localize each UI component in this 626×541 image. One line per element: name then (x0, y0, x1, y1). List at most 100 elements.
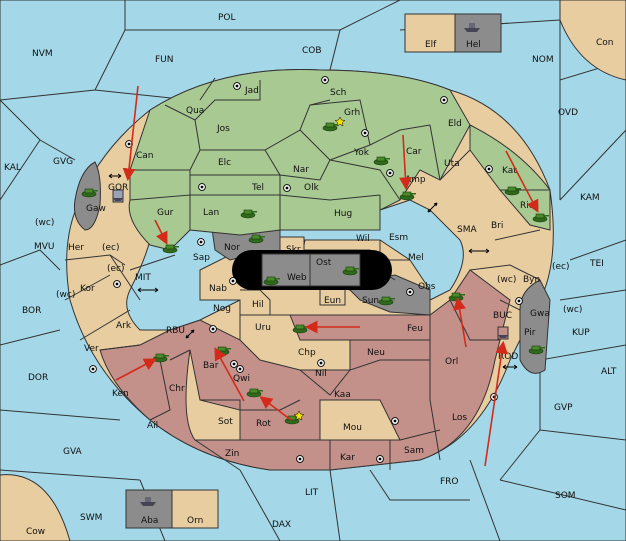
label-uru: Uru (255, 323, 271, 333)
label-chr: Chr (169, 384, 185, 394)
sea-fro: FRO (440, 477, 459, 487)
coast-ec-her: (ec) (102, 243, 120, 253)
territory-orn[interactable] (171, 489, 219, 529)
sea-sma: SMA (457, 225, 477, 235)
label-sap: Sap (193, 253, 210, 263)
label-grh: Grh (344, 108, 360, 118)
label-nog: Nog (213, 304, 231, 314)
order-arrows (115, 85, 539, 467)
coast-ec-gwa: (wc) (563, 305, 582, 315)
label-mel: Mel (408, 253, 424, 263)
label-gwa: Gwa (530, 309, 550, 319)
label-sot: Sot (218, 417, 233, 427)
sea-nvm: NVM (32, 49, 53, 59)
sea-som: SOM (555, 491, 576, 501)
label-ken: Ken (112, 389, 129, 399)
sea-cob: COB (302, 46, 322, 56)
territory-gur[interactable] (128, 194, 191, 251)
label-wil: Wil (356, 234, 370, 244)
label-skr: Skr (286, 245, 301, 255)
label-qwi: Qwi (233, 374, 250, 384)
red-borders (149, 299, 500, 471)
label-nor: Nor (224, 243, 240, 253)
label-byn: Byn (523, 275, 540, 285)
label-neu: Neu (367, 348, 385, 358)
label-aba: Aba (141, 516, 158, 526)
star-rot (293, 410, 305, 421)
sea-kam: KAM (580, 193, 600, 203)
corner-cow: Cow (26, 527, 45, 537)
land-label-group: Jad Sch Qua Jos Grh Eld Can Elc Nar Yok … (35, 40, 582, 526)
sea-alt: ALT (601, 367, 617, 377)
territory-hel[interactable] (454, 13, 502, 53)
gor-box (112, 189, 124, 203)
label-kaa: Kaa (334, 390, 351, 400)
coast-wc-byn: (wc) (497, 275, 516, 285)
label-her: Her (68, 243, 84, 253)
label-qua: Qua (186, 106, 204, 116)
label-can: Can (136, 151, 154, 161)
coast-ec-kor: (ec) (107, 264, 125, 274)
label-nil: Nil (315, 369, 327, 379)
sea-label-group: POL FUN COB NOM NVM GVG KAL MVU BOR DOR … (4, 13, 617, 537)
label-obs: Obs (418, 282, 436, 292)
label-elc: Elc (218, 158, 231, 168)
sea-rbu: RBU (166, 326, 185, 336)
label-chp: Chp (298, 348, 316, 358)
territory-pir-gwa[interactable] (519, 279, 551, 374)
label-kor: Kor (80, 284, 95, 294)
label-sch: Sch (330, 88, 346, 98)
sea-rod: ROD (498, 352, 518, 362)
sea-nom: NOM (532, 55, 554, 65)
label-uta: Uta (444, 159, 460, 169)
label-sun: Sun (362, 296, 379, 306)
fleets-layer[interactable] (113, 23, 508, 506)
sea-kup: KUP (572, 328, 590, 338)
fleet-gor (113, 198, 123, 201)
label-olk: Olk (304, 183, 320, 193)
sea-mit: MIT (135, 273, 151, 283)
sea-buc: BUC (493, 311, 512, 321)
territory-lan[interactable] (189, 194, 281, 236)
label-kat: Kat (502, 166, 517, 176)
label-gaw: Gaw (86, 204, 106, 214)
label-tel: Tel (251, 183, 264, 193)
label-feu: Feu (407, 324, 423, 334)
coast-ec-byn: (ec) (552, 262, 570, 272)
sea-gvp: GVP (554, 403, 573, 413)
sea-bor: BOR (22, 306, 41, 316)
label-jos: Jos (216, 124, 230, 134)
label-rot: Rot (256, 419, 271, 429)
sea-tei: TEI (589, 259, 604, 269)
label-nab: Nab (209, 284, 227, 294)
sea-dax: DAX (272, 520, 291, 530)
sea-lit: LIT (305, 488, 319, 498)
label-amp: Amp (405, 175, 426, 185)
label-elf: Elf (425, 40, 437, 50)
label-zin: Zin (225, 449, 239, 459)
label-lan: Lan (203, 208, 219, 218)
label-bar: Bar (203, 361, 219, 371)
label-car: Car (406, 147, 422, 157)
label-ark: Ark (116, 321, 132, 331)
sea-fun: FUN (155, 55, 174, 65)
label-los: Los (452, 413, 467, 423)
label-hug: Hug (334, 209, 352, 219)
territory-web-ost[interactable] (261, 253, 361, 287)
fleet-hel (464, 23, 480, 32)
territory-elf[interactable] (404, 13, 456, 53)
fleet-aba (140, 497, 156, 506)
adjacency-markers (108, 173, 518, 370)
label-eun: Eun (324, 296, 341, 306)
build-stars (293, 116, 346, 421)
label-hil: Hil (252, 300, 264, 310)
label-bri: Bri (491, 221, 503, 231)
label-gur: Gur (157, 208, 174, 218)
sea-gva: GVA (63, 447, 83, 457)
sea-pol: POL (218, 13, 236, 23)
label-kar: Kar (340, 453, 355, 463)
label-nar: Nar (293, 165, 309, 175)
sea-gor: GOR (108, 183, 128, 193)
label-pir: Pir (524, 328, 536, 338)
